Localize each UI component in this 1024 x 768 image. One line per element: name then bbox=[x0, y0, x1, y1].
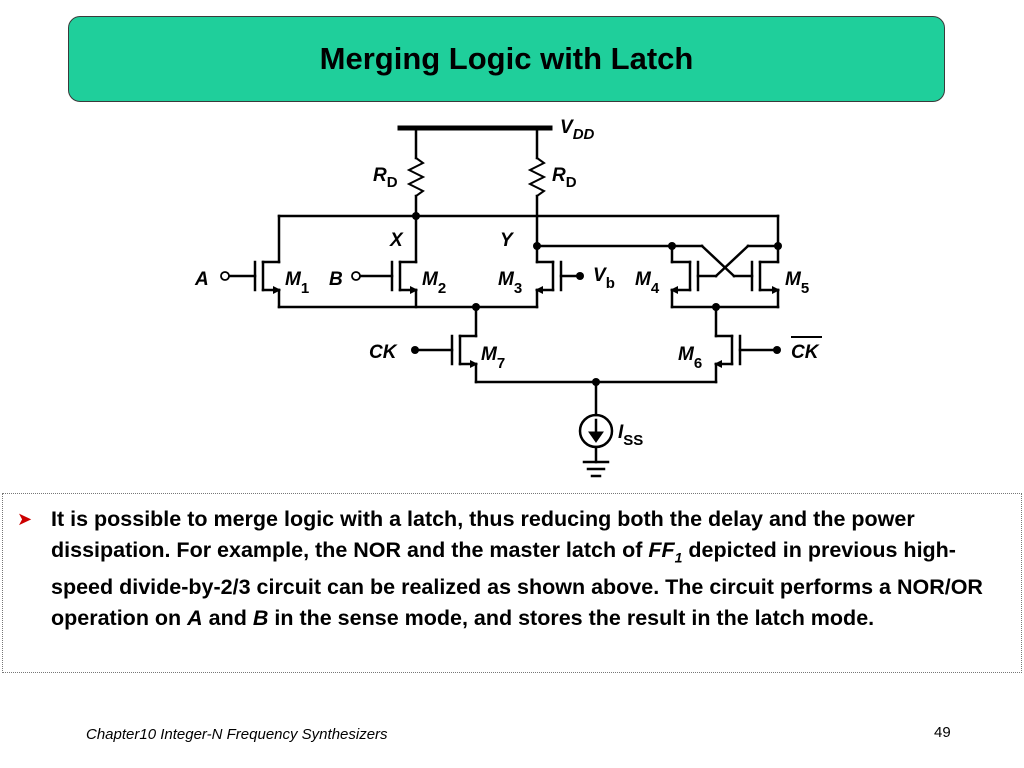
m3-label: M3 bbox=[498, 269, 522, 297]
ck-bar-dot bbox=[773, 346, 781, 354]
ck-label: CK bbox=[369, 342, 398, 363]
m6-label: M6 bbox=[678, 344, 702, 372]
m7-label: M7 bbox=[481, 344, 505, 372]
iss-current-source bbox=[578, 413, 614, 464]
rd-right-label: RD bbox=[552, 165, 577, 191]
ground-symbol bbox=[582, 460, 610, 478]
ck-bar-label: CK bbox=[791, 342, 820, 363]
m5-label: M5 bbox=[785, 269, 809, 297]
arrow-bullet-icon: ➤ bbox=[17, 509, 33, 529]
m1-transistor bbox=[220, 260, 281, 309]
m4-transistor bbox=[670, 244, 700, 309]
ck-dot bbox=[411, 346, 419, 354]
bullet-text: It is possible to merge logic with a lat… bbox=[51, 507, 983, 630]
title-banner: Merging Logic with Latch bbox=[68, 16, 945, 102]
input-b-label: B bbox=[329, 269, 343, 290]
ff-label: FF1 bbox=[648, 537, 683, 565]
node-y-dot bbox=[533, 242, 541, 250]
footer-chapter: Chapter10 Integer-N Frequency Synthesize… bbox=[86, 726, 388, 743]
m5-transistor bbox=[750, 244, 780, 309]
node-y-label: Y bbox=[500, 230, 515, 251]
iss-label: ISS bbox=[618, 422, 643, 449]
m2-label: M2 bbox=[422, 269, 446, 297]
m3-transistor bbox=[535, 244, 582, 309]
vb-dot bbox=[576, 272, 584, 280]
vb-label: Vb bbox=[593, 265, 615, 292]
slide-title: Merging Logic with Latch bbox=[319, 41, 694, 76]
vdd-label: VDD bbox=[560, 117, 595, 143]
m7-transistor bbox=[413, 305, 478, 384]
page-number: 49 bbox=[934, 724, 951, 741]
input-a-label: A bbox=[194, 269, 209, 290]
m6-transistor bbox=[714, 305, 779, 384]
circuit-diagram: VDD RD RD X Y A B M1 M2 M3 Vb M4 M5 CK M… bbox=[194, 117, 822, 478]
node-x-label: X bbox=[389, 230, 404, 251]
m1-label: M1 bbox=[285, 269, 309, 297]
bullet-item: ➤ It is possible to merge logic with a l… bbox=[17, 504, 1007, 633]
node-x-dot bbox=[412, 212, 420, 220]
m4-label: M4 bbox=[635, 269, 660, 297]
body-text-box: ➤ It is possible to merge logic with a l… bbox=[2, 493, 1022, 673]
rd-left-label: RD bbox=[373, 165, 398, 191]
m2-transistor bbox=[351, 260, 418, 309]
cross-coupling bbox=[670, 244, 780, 278]
rd-left-resistor bbox=[406, 126, 426, 218]
rd-right-resistor bbox=[527, 126, 547, 248]
